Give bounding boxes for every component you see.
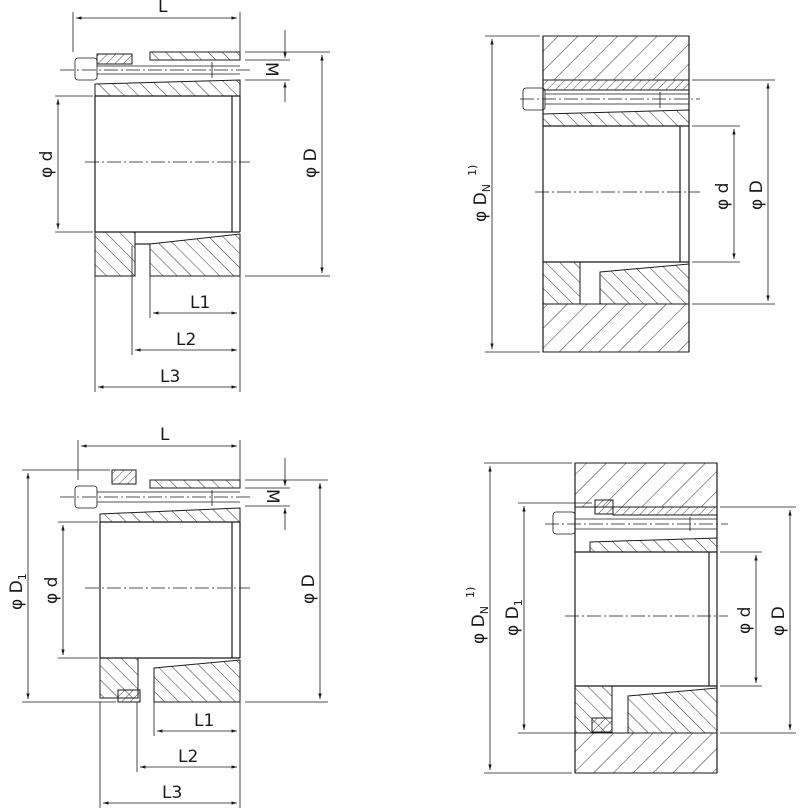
thrust-ring-bottom: [117, 689, 141, 703]
view-bottom-right: φ DN1) φ D1 φ D φ d: [464, 462, 796, 774]
dim-label-L2: L2: [176, 330, 196, 350]
dim-label-L1: L1: [194, 711, 214, 731]
dim-label-L1: L1: [190, 293, 210, 313]
dim-label-d: φ d: [37, 151, 57, 178]
dim-label-L: L: [160, 425, 170, 445]
dim-label-d: φ d: [42, 577, 62, 604]
screw-collar: [96, 53, 133, 65]
dim-label-d: φ d: [713, 183, 733, 210]
view-bottom-left: L M φ D φ D1 φ d L1 L2 L3: [7, 425, 328, 808]
inner-ring-top: [94, 79, 241, 97]
screw-head: [74, 57, 98, 81]
outer-ring-top: [612, 506, 718, 516]
outer-ring-top: [542, 79, 690, 91]
bottom-flange: [94, 231, 136, 277]
bottom-cone: [599, 263, 690, 305]
dim-label-DN: φ DN1): [464, 587, 491, 644]
hub-bottom: [574, 732, 718, 774]
bottom-flange: [542, 261, 581, 305]
dim-label-L: L: [158, 0, 168, 17]
dim-label-D: φ D: [769, 606, 789, 636]
inner-ring-top: [589, 537, 718, 553]
hub-top: [542, 35, 690, 81]
dim-label-M: M: [262, 489, 282, 504]
dim-label-DN: φ DN1): [466, 165, 493, 222]
view-top-left: L M φ D φ d L1 L2 L3: [37, 0, 330, 392]
thrust-ring-top: [594, 499, 614, 515]
dim-label-L3: L3: [162, 783, 182, 803]
dim-label-D1: φ D1: [7, 573, 29, 610]
dim-label-D: φ D: [301, 148, 321, 178]
outer-ring-top: [149, 479, 241, 489]
thrust-ring-top: [111, 469, 137, 485]
dim-label-d: φ d: [735, 607, 755, 634]
screw-head: [552, 511, 576, 535]
dim-label-D1: φ D1: [503, 599, 525, 636]
dim-label-L3: L3: [160, 367, 180, 387]
dim-label-M: M: [261, 62, 281, 77]
bottom-cone: [149, 233, 241, 277]
dim-label-D: φ D: [747, 180, 767, 210]
inner-ring-top: [99, 507, 241, 523]
bottom-cone: [627, 687, 718, 734]
bottom-cone: [153, 659, 241, 703]
screw-head: [74, 485, 98, 509]
view-top-right: φ DN1) φ D φ d: [466, 35, 775, 353]
dim-label-L2: L2: [178, 747, 198, 767]
outer-ring-top: [149, 51, 241, 61]
inner-ring-top: [542, 109, 690, 127]
thrust-ring-bottom: [591, 717, 613, 733]
hub-bottom: [542, 303, 690, 353]
dim-label-D: φ D: [299, 574, 319, 604]
